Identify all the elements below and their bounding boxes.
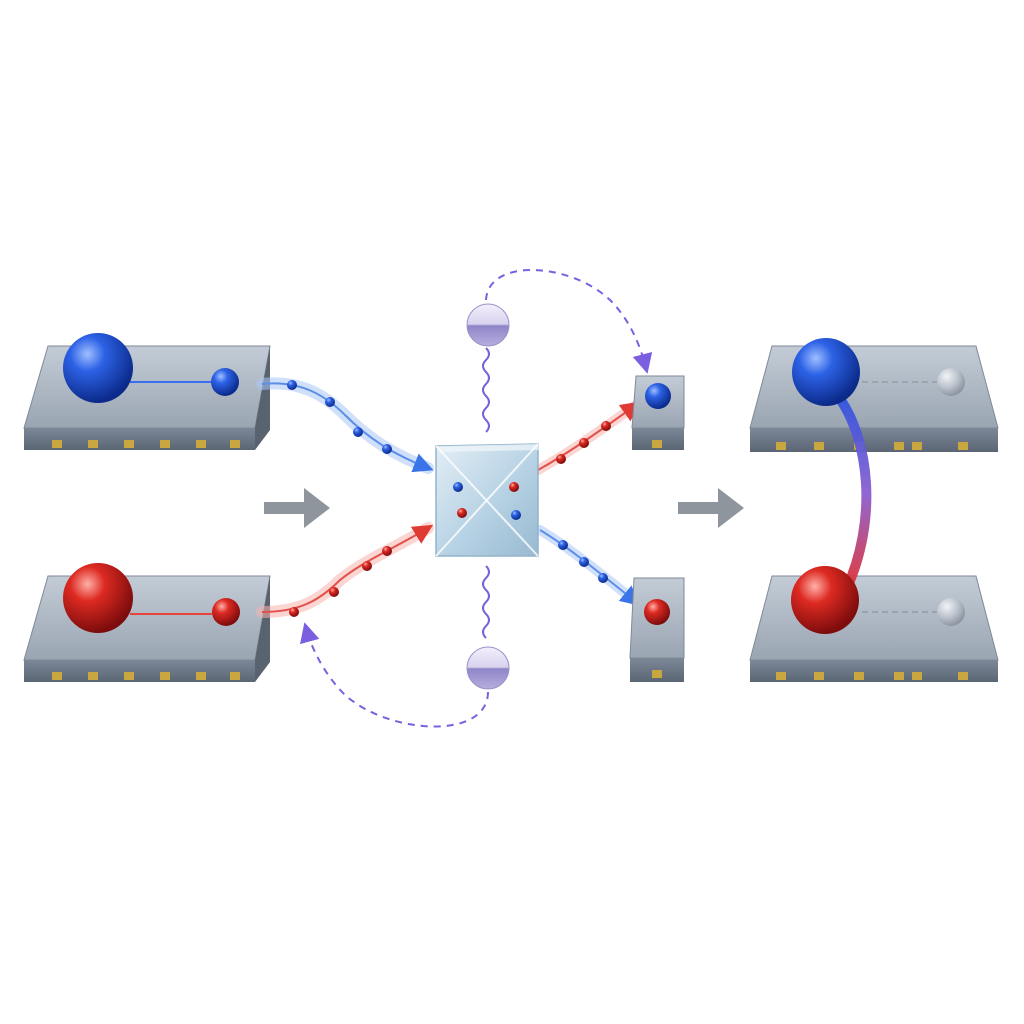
- entangled-chip-top: [750, 346, 998, 452]
- ancilla-sphere-bottom: [467, 566, 509, 689]
- herald-arc-bottom: [306, 628, 488, 727]
- blue-photon-path: [262, 380, 428, 468]
- red-output-path: [538, 405, 636, 470]
- detected-blue-photon: [645, 383, 671, 409]
- blue-memory-qubit: [63, 333, 133, 403]
- right-arrow-icon: [678, 488, 744, 528]
- photon-detector-bottom: [630, 578, 684, 682]
- entangled-blue-qubit: [792, 338, 860, 406]
- beam-splitter-cube-icon: [436, 444, 540, 556]
- source-chip-bottom: [24, 563, 270, 682]
- spent-emitter-qubit: [937, 368, 965, 396]
- blue-output-path: [540, 530, 636, 602]
- ancilla-sphere-top: [467, 304, 509, 432]
- herald-arc-top: [486, 270, 646, 368]
- source-chip-top: [24, 333, 270, 450]
- red-emitter-qubit: [212, 598, 240, 626]
- red-photon-path: [262, 528, 428, 617]
- detected-red-photon: [644, 599, 670, 625]
- red-memory-qubit: [63, 563, 133, 633]
- photon-detector-top: [632, 376, 684, 450]
- entangled-red-qubit: [791, 566, 859, 634]
- right-arrow-icon: [264, 488, 330, 528]
- entangled-chip-bottom: [750, 576, 998, 682]
- spent-emitter-qubit: [937, 598, 965, 626]
- blue-emitter-qubit: [211, 368, 239, 396]
